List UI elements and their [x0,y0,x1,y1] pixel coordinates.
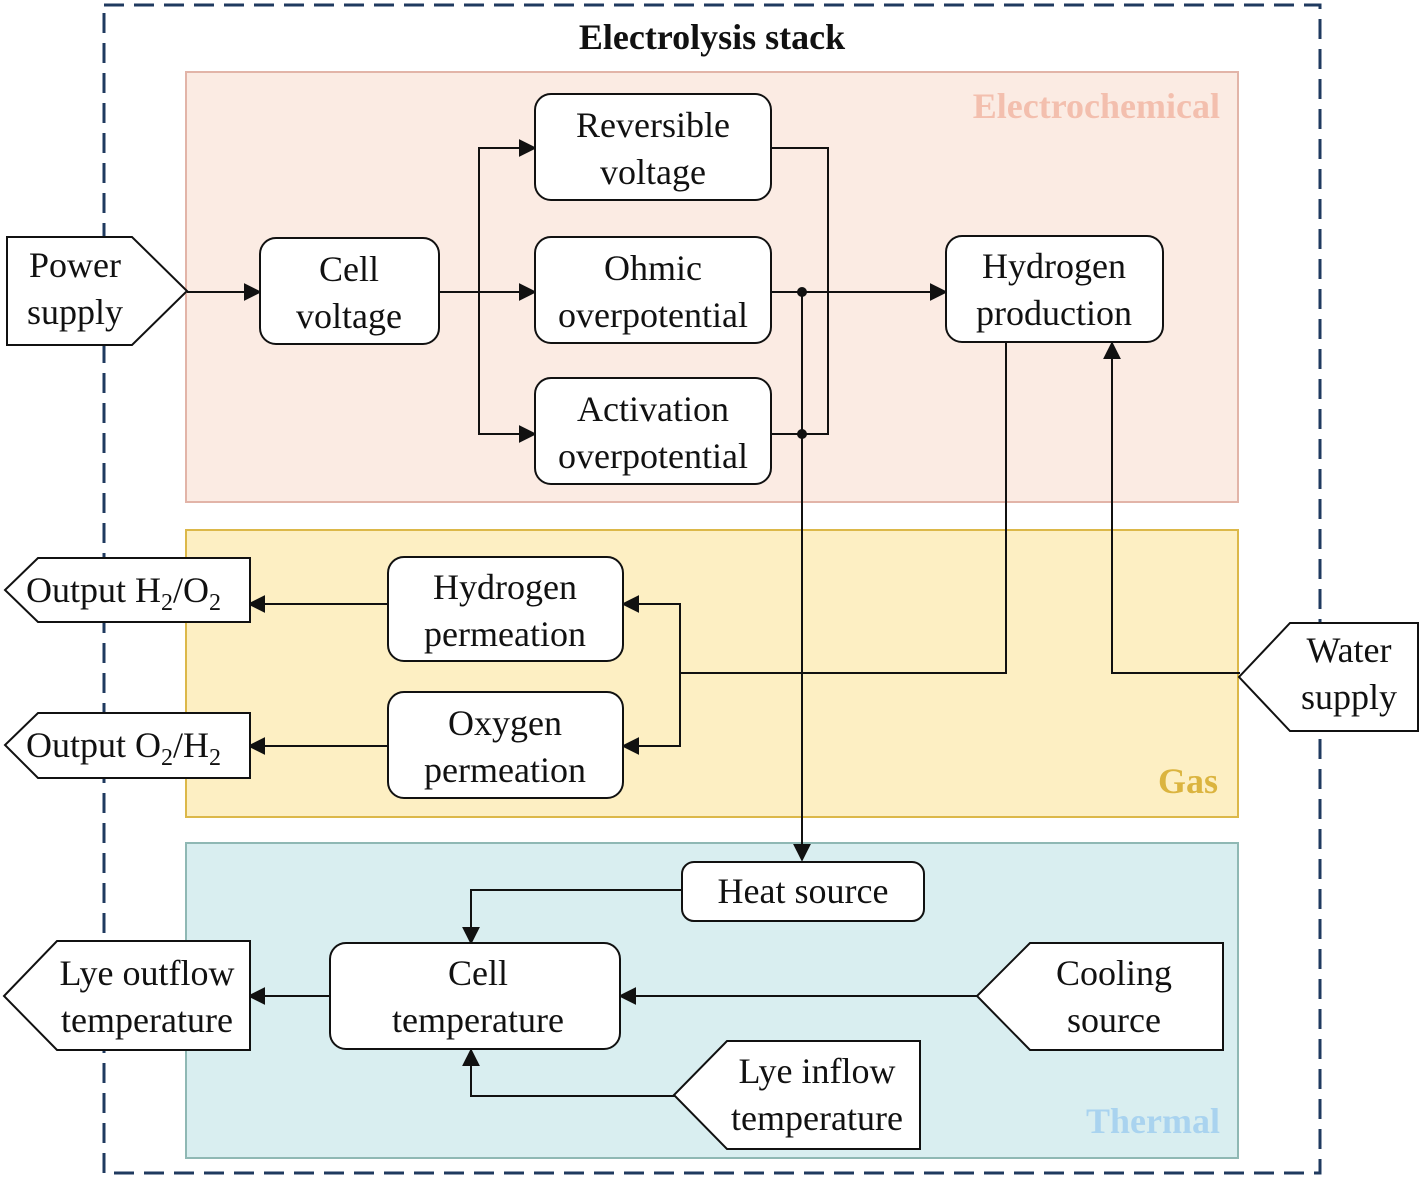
lye-inflow-to-cell-temperature-arrow [462,1048,676,1097]
lye-inflow-port [672,1040,921,1150]
cell-voltage-box [259,237,440,345]
power-supply-port [6,236,189,346]
heat-source-label: Heat source [718,871,889,911]
diagram-title: Electrolysis stack [579,17,845,57]
thermal-label: Thermal [1086,1101,1220,1141]
junction-dot-activation [797,429,807,439]
output-h2-o2-label: Output H2/O2 [26,570,221,616]
reversible-voltage-box [534,93,772,201]
connectors [187,139,1240,1097]
output-o2-h2-label: Output O2/H2 [26,725,221,771]
lye-outflow-port [2,940,251,1051]
output-o2-h2-port [3,712,251,779]
junction-dot-ohmic [797,287,807,297]
split-to-reversible-arrow [478,139,537,292]
heat-source-to-cell-temperature-arrow [462,889,682,945]
cell-temperature-box [329,942,621,1050]
to-hydrogen-permeation-arrow [621,595,681,673]
heat-source-box [681,861,925,922]
split-to-activation-arrow [478,292,537,443]
oxygen-permeation-box [387,691,624,799]
electrochemical-label: Electrochemical [973,86,1220,126]
water-supply-port [1237,622,1419,732]
ohmic-overpotential-box [534,236,772,344]
hydrogen-production-box [945,235,1164,343]
gas-label: Gas [1158,761,1218,801]
output-h2-o2-port [3,557,251,623]
to-oxygen-permeation-arrow [621,673,681,755]
hydrogen-permeation-box [387,556,624,662]
hydrogen-production-to-gas-line [680,343,1007,674]
activation-overpotential-box [534,377,772,485]
water-supply-to-hydrogen-production-arrow [1103,341,1240,674]
cooling-source-port [975,942,1224,1051]
